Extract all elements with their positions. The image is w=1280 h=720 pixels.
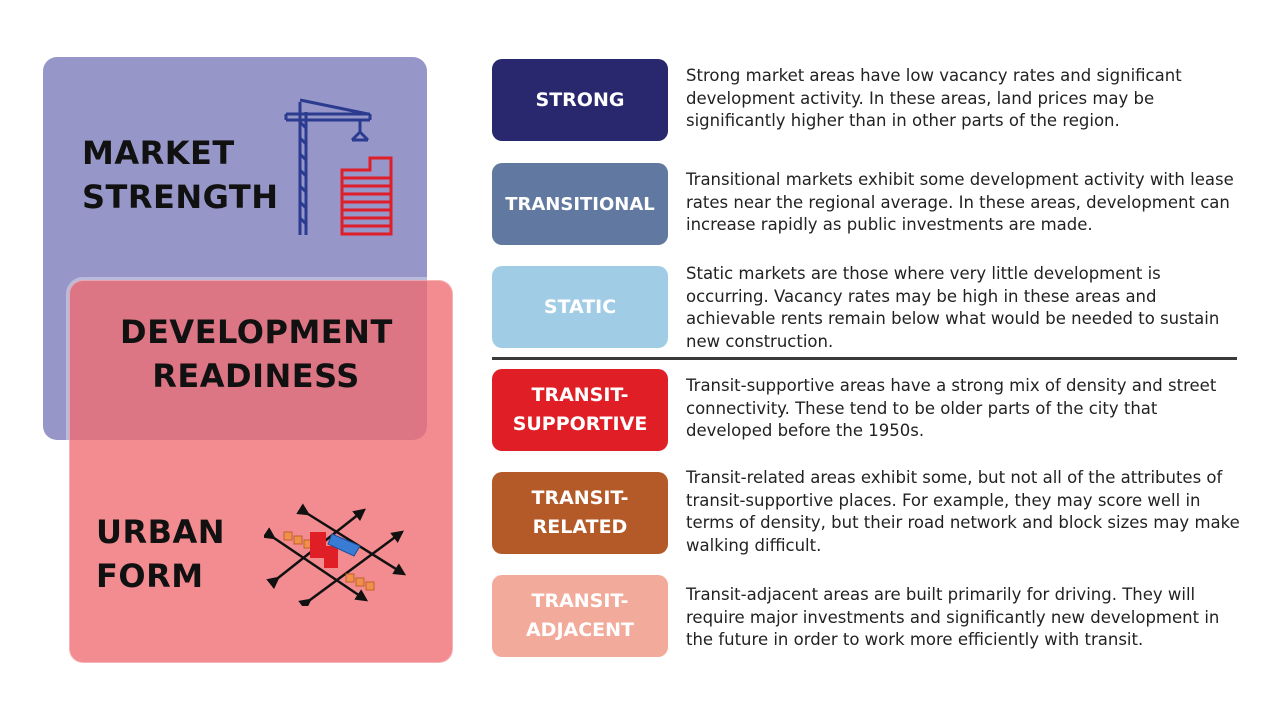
development-readiness-title-line: DEVELOPMENT xyxy=(120,313,393,351)
category-label: STATIC xyxy=(543,295,617,318)
category-description-transit-supportive: Transit-supportive areas have a strong m… xyxy=(686,376,1217,440)
market-strength-title: MARKET STRENGTH xyxy=(82,131,278,219)
category-badge-transit-supportive: TRANSIT- SUPPORTIVE xyxy=(492,369,668,451)
category-badge-strong: STRONG xyxy=(492,59,668,141)
category-label: TRANSITIONAL xyxy=(505,193,655,215)
category-label: RELATED xyxy=(532,516,628,538)
category-label: TRANSIT- xyxy=(531,384,629,406)
development-readiness-title: DEVELOPMENT READINESS xyxy=(120,310,392,398)
market-strength-title-line: MARKET xyxy=(82,134,235,172)
category-label: STRONG xyxy=(535,88,625,111)
urban-form-title: URBAN FORM xyxy=(96,510,225,598)
urban-grid-arrows-icon xyxy=(262,502,414,611)
construction-crane-icon xyxy=(280,92,400,242)
urban-form-title-line: FORM xyxy=(96,557,204,595)
category-description-strong: Strong market areas have low vacancy rat… xyxy=(686,66,1182,130)
category-description-transit-related: Transit-related areas exhibit some, but … xyxy=(686,468,1240,555)
category-label: TRANSIT- xyxy=(531,590,629,612)
market-strength-title-line: STRENGTH xyxy=(82,178,279,216)
development-readiness-title-line: READINESS xyxy=(152,357,360,395)
category-description-transitional: Transitional markets exhibit some develo… xyxy=(686,170,1234,234)
category-badge-transitional: TRANSITIONAL xyxy=(492,163,668,245)
category-label: ADJACENT xyxy=(525,619,635,641)
category-description-static: Static markets are those where very litt… xyxy=(686,264,1220,351)
category-label: TRANSIT- xyxy=(531,487,629,509)
category-label: SUPPORTIVE xyxy=(512,413,648,435)
section-divider xyxy=(492,357,1237,360)
category-description-transit-adjacent: Transit-adjacent areas are built primari… xyxy=(686,585,1220,649)
category-badge-static: STATIC xyxy=(492,266,668,348)
urban-form-title-line: URBAN xyxy=(96,513,226,551)
category-badge-transit-adjacent: TRANSIT- ADJACENT xyxy=(492,575,668,657)
category-badge-transit-related: TRANSIT- RELATED xyxy=(492,472,668,554)
